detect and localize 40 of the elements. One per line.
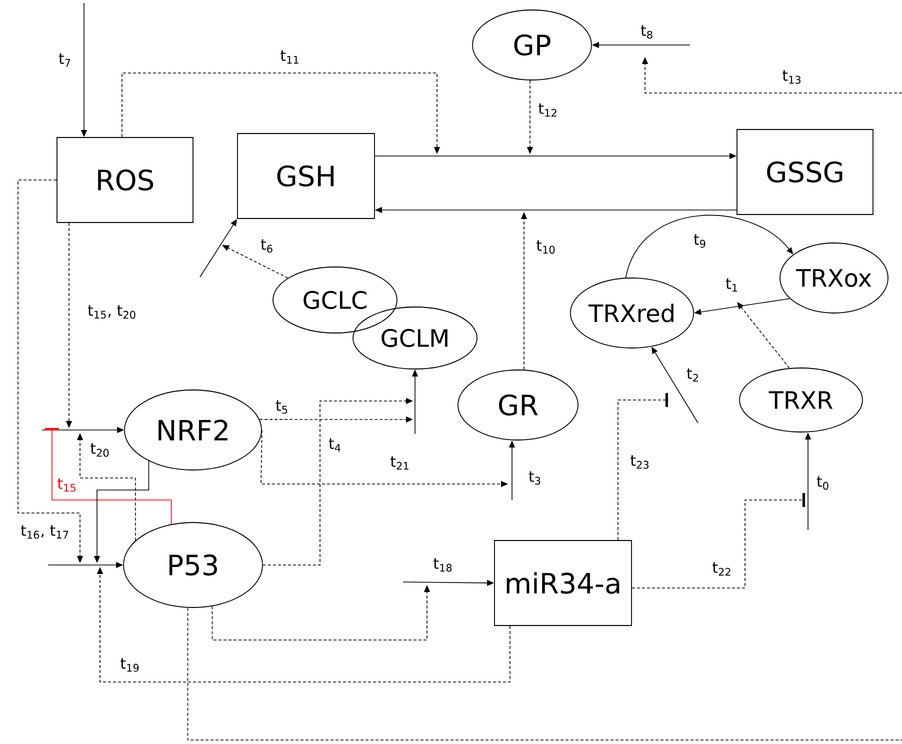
ellipse-node: TRXR bbox=[739, 368, 863, 432]
edge-label: t$_{6}$ bbox=[259, 238, 275, 254]
edge-label: t$_{22}$ bbox=[711, 561, 733, 577]
inhibitor-line bbox=[45, 428, 172, 525]
ellipse-node: P53 bbox=[123, 522, 263, 608]
edge-label: t$_{0}$ bbox=[815, 475, 831, 491]
ellipse-node: TRXred bbox=[570, 278, 694, 348]
edge-label: t$_{8}$ bbox=[639, 24, 655, 40]
edge-label: t$_{20}$ bbox=[89, 442, 111, 458]
ellipse-node: TRXox bbox=[780, 242, 888, 314]
edge-label: t$_{15}$ bbox=[56, 477, 78, 493]
rectangle-node: miR34-a bbox=[494, 540, 632, 626]
edge-label: t$_{11}$ bbox=[279, 49, 301, 65]
edge-label: t$_{10}$ bbox=[535, 239, 557, 255]
edge-label: t$_{23}$ bbox=[629, 454, 651, 470]
ellipse-node: GP bbox=[472, 10, 592, 80]
ellipse-node: NRF2 bbox=[124, 390, 262, 470]
dashed-inhibitor-line bbox=[618, 393, 668, 540]
edge-label: t$_{5}$ bbox=[274, 399, 290, 415]
edge-label: t$_{1}$ bbox=[724, 277, 740, 293]
edge-label: t$_{12}$ bbox=[537, 102, 559, 118]
transition-label: t$_{13}$ bbox=[781, 69, 803, 85]
dashed-arrow bbox=[737, 302, 790, 369]
edge-label: t$_{21}$ bbox=[389, 455, 411, 471]
edge-label: t$_{7}$ bbox=[57, 52, 73, 68]
edge-label: t$_{19}$ bbox=[119, 657, 141, 673]
dashed-inhibitor-line bbox=[632, 493, 805, 588]
edge-label: t$_{3}$ bbox=[527, 470, 543, 486]
rectangle-node: ROS bbox=[56, 137, 194, 223]
rectangle-node: GSSG bbox=[736, 129, 874, 215]
rectangle-node: GSH bbox=[237, 133, 375, 219]
edge-label: t$_{18}$ bbox=[432, 557, 454, 573]
edge-label: t$_{4}$ bbox=[327, 437, 343, 453]
edge-label: t$_{2}$ bbox=[685, 367, 701, 383]
edge-label: t$_{9}$ bbox=[692, 233, 708, 249]
edge-label: t$_{16}$, t$_{17}$ bbox=[20, 524, 71, 540]
dashed-line bbox=[187, 607, 902, 740]
ellipse-node: GR bbox=[458, 370, 578, 440]
edge-label: t$_{15}$, t$_{20}$ bbox=[86, 304, 138, 320]
arrow bbox=[625, 214, 794, 278]
